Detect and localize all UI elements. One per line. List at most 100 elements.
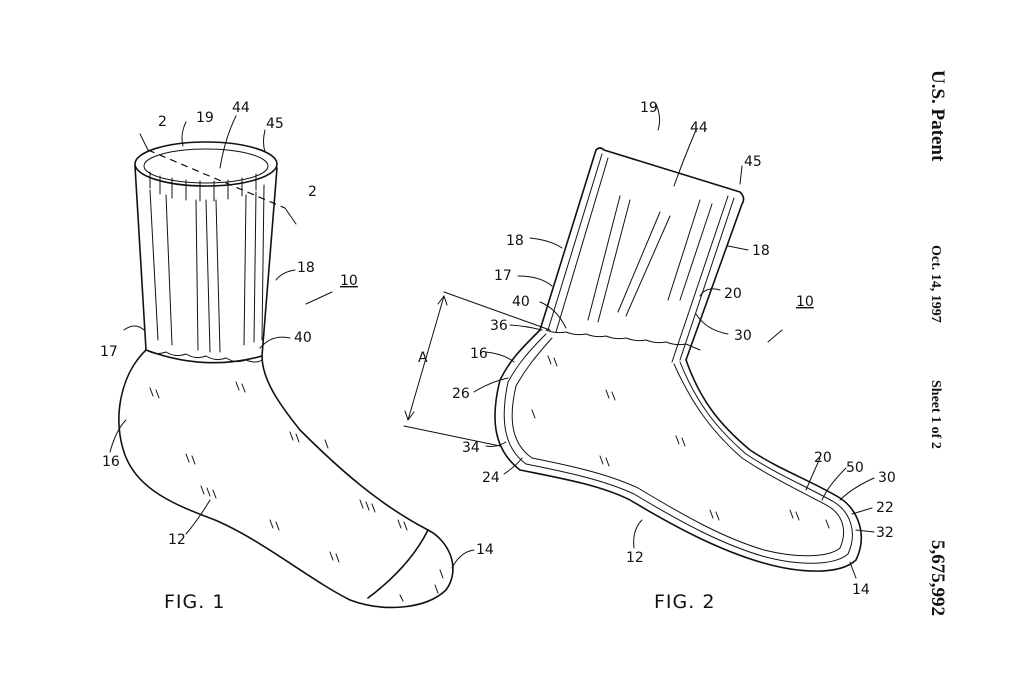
patent-header: U.S. Patent Oct. 14, 1997 Sheet 1 of 2 5… [927,70,948,616]
cuff-opening-outer [134,141,278,187]
fig2-label-36: 36 [490,318,508,334]
leader-19 [655,103,661,131]
leader-18 [275,269,296,281]
figure-2-caption: FIG. 2 [654,591,715,613]
fig1-label-44: 44 [232,100,250,116]
leader-24 [503,457,523,475]
dimension-A-extension-lines [403,291,551,447]
leader-45 [263,129,266,153]
figure-1-sock: 2 19 44 45 2 18 10 17 40 16 12 14 FIG. 1 [100,100,494,613]
fig2-label-20b: 20 [814,450,832,466]
fig2-label-12: 12 [626,550,644,566]
fig1-label-14: 14 [476,542,494,558]
leader-30-toe [839,477,875,501]
fabric-texture-marks [531,355,830,529]
leader-14 [451,549,475,569]
leader-16 [109,419,127,453]
cuff-body [134,165,278,364]
fig2-label-30b: 30 [878,470,896,486]
fig1-label-2a: 2 [158,114,167,130]
leader-17 [517,275,553,287]
fig1-label-12: 12 [168,532,186,548]
leader-19 [181,121,187,147]
leader-40 [259,336,291,349]
cuff-back-outer [539,149,597,331]
dimension-A-line [407,295,445,421]
figure-1-caption: FIG. 1 [164,591,225,613]
header-date: Oct. 14, 1997 [928,245,943,323]
fig1-label-18: 18 [297,260,315,276]
foot-middle-layer [503,333,853,564]
fig2-label-A: A [418,350,428,366]
figure-2-sock-section: 19 44 45 18 18 17 20 40 10 36 30 16 A 26… [403,100,896,613]
leader-30 [695,313,729,335]
leader-18-left [529,237,563,249]
cuff-inner-ribs [149,171,257,202]
cuff-seam-40 [145,349,263,363]
header-sheet: Sheet 1 of 2 [928,380,943,449]
leader-12 [633,519,643,549]
leader-17 [123,325,145,331]
fig2-label-45: 45 [744,154,762,170]
leader-44 [219,115,237,169]
fig2-label-30a: 30 [734,328,752,344]
leader-45 [739,165,743,185]
fig2-label-50: 50 [846,460,864,476]
header-title: U.S. Patent [927,70,948,162]
header-patent-number: 5,675,992 [927,540,948,616]
fig1-label-16: 16 [102,454,120,470]
leader-20-toe [805,457,821,491]
fig2-label-19: 19 [640,100,658,116]
fig1-label-10: 10 [340,273,358,289]
fig2-label-24: 24 [482,470,500,486]
leader-14 [849,561,857,579]
foot-outer-layer [494,329,862,572]
fig2-label-16: 16 [470,346,488,362]
leader-32 [855,529,875,533]
fig1-label-19: 19 [196,110,214,126]
cuff-top-fold [595,147,745,361]
leader-22 [851,507,873,515]
leader-18-right [727,245,749,251]
leader-44 [673,129,697,187]
cuff-back-layers [547,153,609,333]
leader-10 [305,291,333,305]
cuff-seam-40 [545,329,701,351]
leader-36 [509,324,543,331]
fig2-label-14: 14 [852,582,870,598]
section-line-2-2 [147,149,286,209]
fig1-label-45: 45 [266,116,284,132]
fig1-label-2b: 2 [308,184,317,200]
leader-26 [473,377,509,393]
leader-16 [485,351,515,363]
fig2-label-18a: 18 [506,233,524,249]
fig2-label-17: 17 [494,268,512,284]
fig2-label-34: 34 [462,440,480,456]
fig2-label-32: 32 [876,525,894,541]
fig1-label-17: 17 [100,344,118,360]
leader-50 [821,467,847,501]
cuff-front-layers [671,195,735,363]
leader-34 [485,441,507,447]
fabric-texture-marks [149,381,444,602]
foot-outline [118,349,454,609]
section-arrows [139,133,297,225]
cuff-ribs [587,195,713,323]
leader-40 [539,301,567,329]
fig2-label-44: 44 [690,120,708,136]
fig2-label-10: 10 [796,294,814,310]
leader-10 [767,329,783,343]
leader-20 [699,288,721,297]
fig1-label-40: 40 [294,330,312,346]
fig2-label-40: 40 [512,294,530,310]
leader-12 [185,499,211,535]
cuff-ribs [149,184,265,353]
toe-line [367,529,429,599]
foot-inner-layer [511,337,844,557]
fig2-label-20a: 20 [724,286,742,302]
fig2-label-18b: 18 [752,243,770,259]
fig2-label-22: 22 [876,500,894,516]
dimension-A-arrows [404,295,448,421]
cuff-opening-inner [143,148,269,184]
